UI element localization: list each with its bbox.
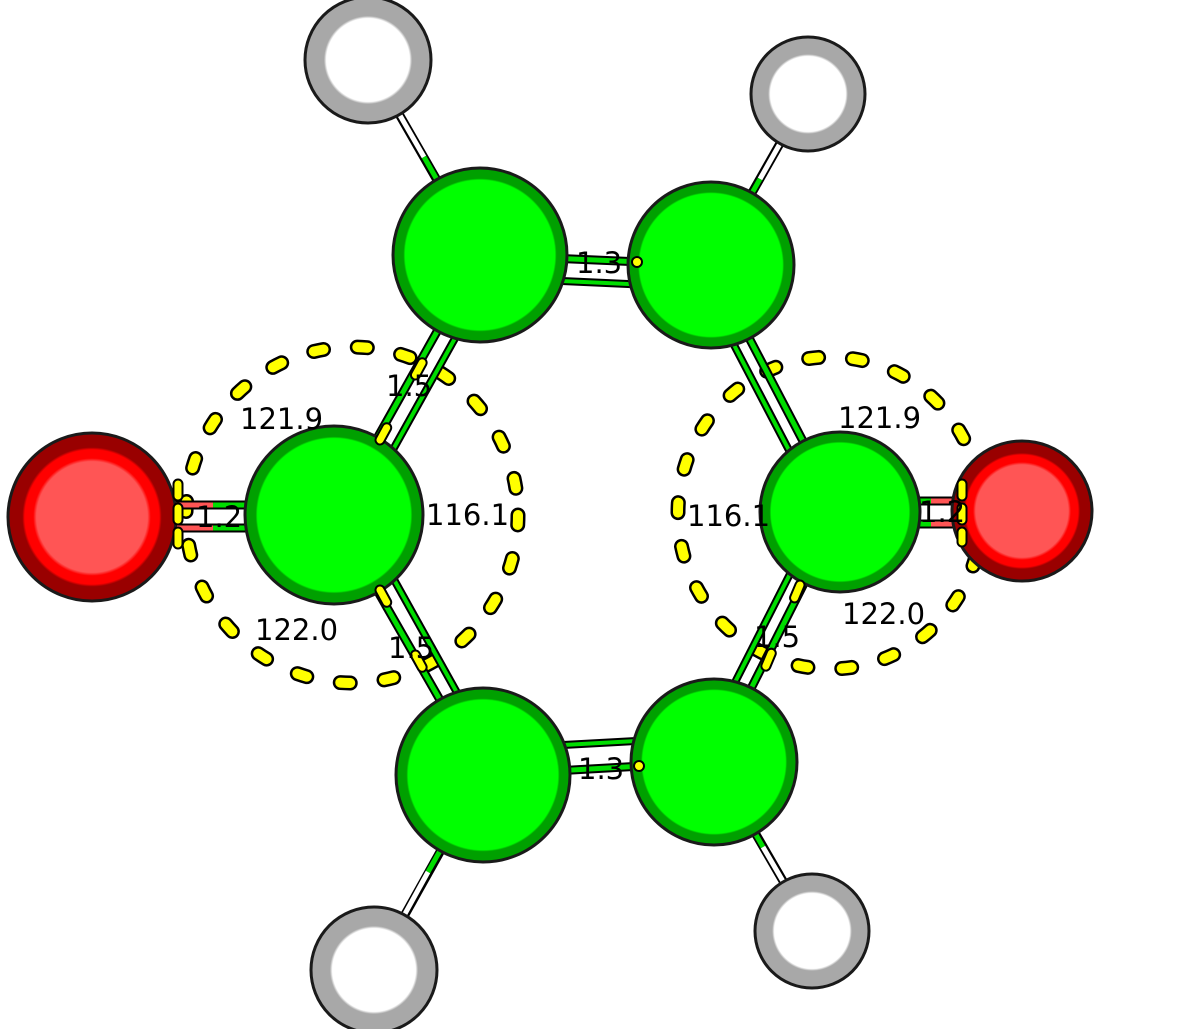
len-C4-O2: 1.2 — [919, 495, 965, 529]
len-C6-C5: 1.3 — [578, 752, 624, 786]
atom-H4[interactable] — [753, 872, 871, 990]
len-C2-C3: 1.3 — [576, 246, 622, 280]
dist-mark-C4-C5-fill — [756, 581, 804, 684]
ang-C3-C4-O2: 121.9 — [838, 401, 921, 435]
ang-O1-C1-C6: 122.0 — [255, 613, 338, 647]
distance-markers — [172, 256, 968, 772]
atom-O2[interactable] — [950, 439, 1094, 583]
ang-C2-C1-C6: 116.1 — [426, 498, 509, 532]
len-O1-C1: 1.2 — [196, 500, 242, 534]
atom-C5[interactable] — [629, 677, 799, 847]
atom-H2[interactable] — [749, 35, 867, 153]
atom-O1[interactable] — [6, 431, 178, 603]
len-C1-C6: 1.5 — [388, 631, 434, 665]
atom-C2[interactable] — [391, 166, 569, 344]
ang-O1-C1-C2: 121.9 — [240, 402, 323, 436]
atom-C4[interactable] — [758, 430, 922, 594]
atom-C6[interactable] — [394, 686, 572, 864]
len-C1-C2: 1.5 — [386, 369, 432, 403]
dist-mark-C2-C3 — [631, 256, 643, 268]
atom-C3[interactable] — [626, 180, 796, 350]
atoms — [6, 0, 1094, 1029]
atom-H1[interactable] — [303, 0, 433, 125]
atom-H3[interactable] — [309, 905, 439, 1029]
angle-arc-left-fill — [181, 342, 523, 688]
len-C4-C5: 1.5 — [754, 620, 800, 654]
measurement-labels: 1.3 1.3 1.5 1.5 1.5 1.2 1.2 121.9 116.1 … — [196, 246, 965, 786]
atom-C1[interactable] — [243, 424, 425, 606]
ang-C3-C4-C5: 116.1 — [687, 499, 770, 533]
ang-C5-C4-O2: 122.0 — [842, 597, 925, 631]
dist-mark-C6-C5 — [633, 760, 645, 772]
